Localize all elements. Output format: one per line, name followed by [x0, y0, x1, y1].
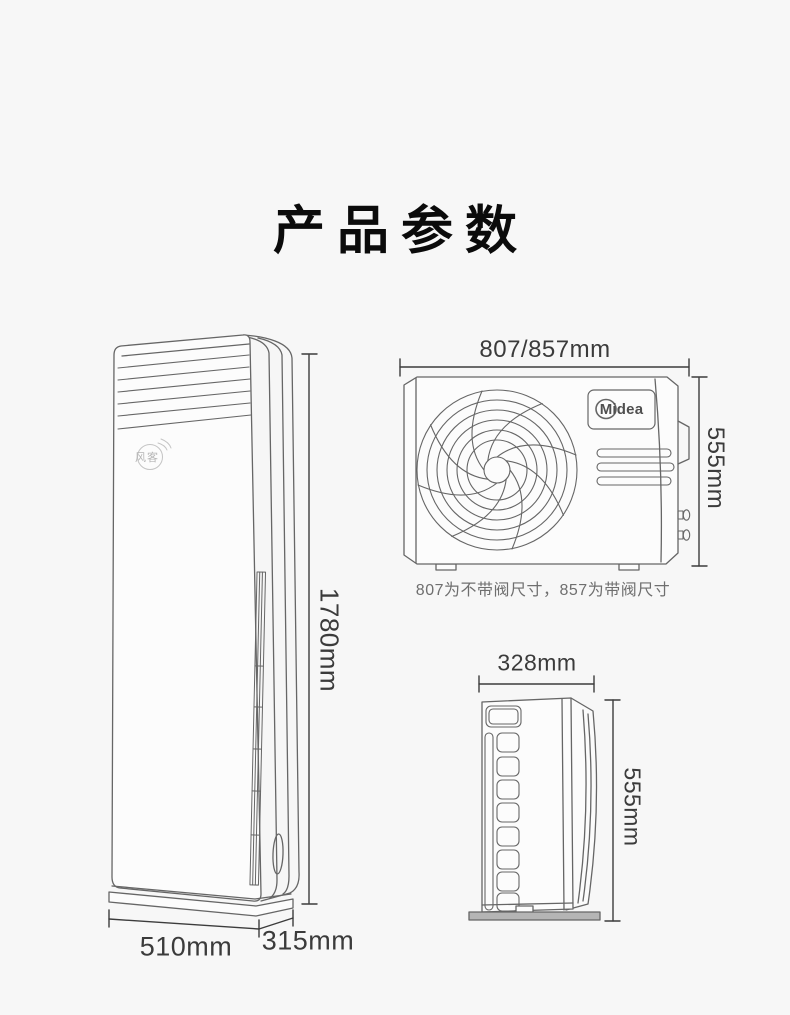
indoor-logo-mark [137, 438, 172, 470]
indoor-height-dimension-label: 1780mm [314, 587, 345, 693]
side-strip [484, 732, 494, 911]
side-base-plate [468, 911, 601, 921]
side-top-vent [485, 705, 522, 728]
indoor-top-vents [117, 354, 252, 430]
outdoor-front-foot-left [435, 563, 457, 571]
indoor-width-dimension-label: 510mm [139, 931, 233, 962]
fan-blades [417, 390, 577, 550]
indoor-handle [272, 833, 284, 875]
outdoor-front-width-dimension-label: 807/857mm [479, 336, 611, 363]
outdoor-fan-grille [416, 389, 578, 551]
outdoor-valves [677, 509, 691, 541]
valve-dimension-note: 807为不带阀尺寸，857为带阀尺寸 [415, 582, 671, 599]
midea-brand-label: Midea [599, 401, 644, 418]
outdoor-front-foot-right [618, 563, 640, 571]
outdoor-side-louvers [596, 448, 675, 486]
outdoor-bracket [677, 420, 690, 465]
indoor-brand-logo-text: 风客 [135, 452, 159, 464]
indoor-base [108, 885, 294, 917]
indoor-side-vent-strip [249, 571, 267, 886]
indoor-dimension-lines [108, 353, 318, 938]
outdoor-front-drawing [403, 376, 691, 571]
outdoor-front-height-dimension-label: 555mm [702, 426, 729, 510]
page-title: 产品参数 [272, 202, 530, 261]
outdoor-side-dimension-lines [478, 675, 621, 922]
outdoor-side-height-dimension-label: 555mm [619, 767, 646, 847]
midea-logo-badge [587, 389, 656, 430]
outdoor-side-drawing [468, 697, 601, 921]
indoor-unit-drawing [108, 334, 300, 917]
outdoor-front-dimension-lines [399, 358, 708, 567]
outdoor-side-depth-dimension-label: 328mm [497, 649, 577, 676]
side-vent-column [496, 732, 520, 912]
indoor-depth-dimension-label: 315mm [261, 925, 355, 956]
